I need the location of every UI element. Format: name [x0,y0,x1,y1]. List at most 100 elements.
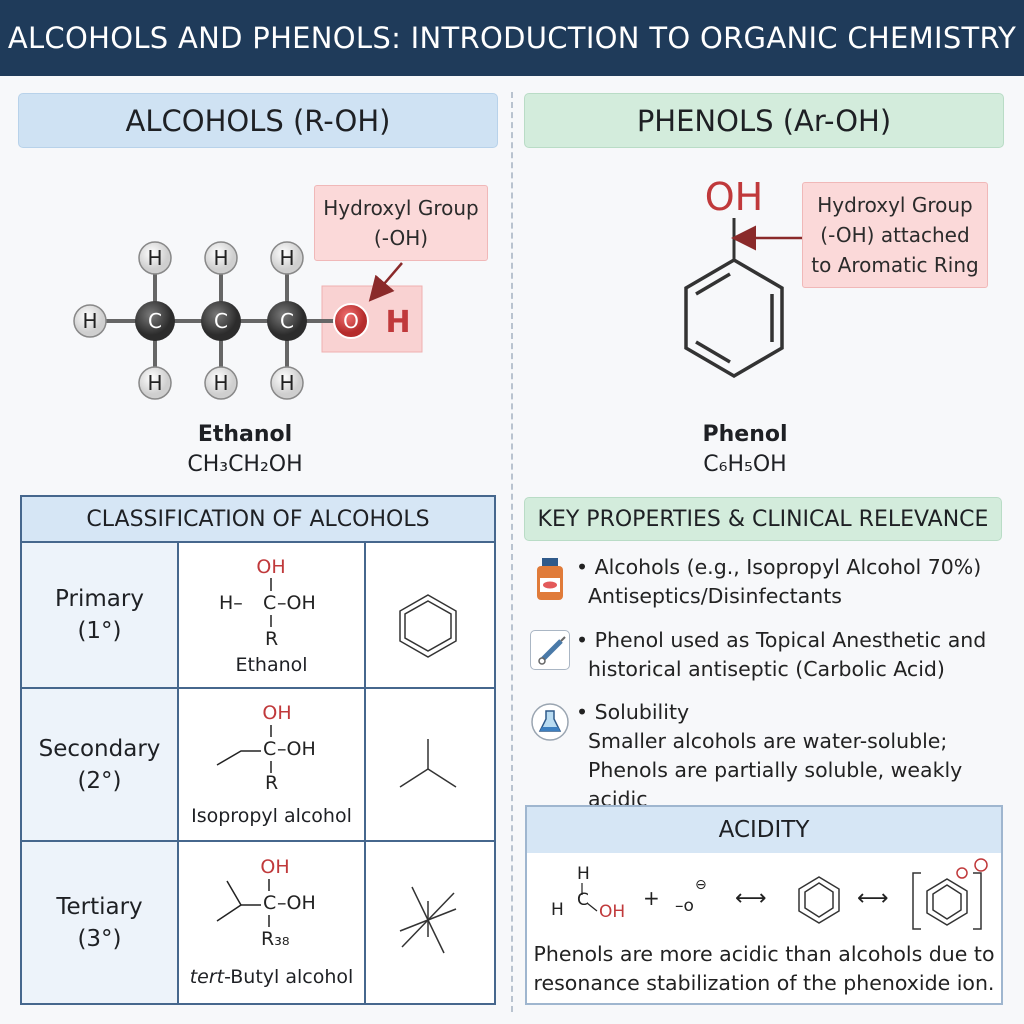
reaction-ion: –o [675,896,694,916]
row-label-text: Primary [55,586,144,612]
properties-title: KEY PROPERTIES & CLINICAL RELEVANCE [537,506,989,532]
struct-name: Ethanol [235,654,308,676]
reaction-h-top: H [577,864,590,884]
callout-line-3: to Aromatic Ring [811,253,979,277]
row-label-degree: (2°) [77,767,122,794]
classification-title: CLASSIFICATION OF ALCOHOLS [86,506,430,532]
atom-label-h: H [82,309,97,333]
phenols-heading: PHENOLS (Ar-OH) [524,93,1004,148]
phenols-title: PHENOLS (Ar-OH) [636,103,892,138]
struct-oh-right: –OH [277,738,316,760]
alcohols-title: ALCOHOLS (R-OH) [125,103,391,138]
struct-oh-top: OH [262,702,291,724]
callout-line-1: Hydroxyl Group [817,193,973,217]
page-header: ALCOHOLS AND PHENOLS: INTRODUCTION TO OR… [0,0,1024,76]
struct-name: Isopropyl alcohol [191,805,352,827]
resonance-arrow-1: ⟷ [735,886,767,911]
property-line: Smaller alcohols are water-soluble; [588,729,948,753]
struct-name-tertiary: tert-Butyl alcohol [179,966,364,988]
bracket-left [912,872,921,930]
properties-heading: KEY PROPERTIES & CLINICAL RELEVANCE [524,497,1002,541]
acidity-title: ACIDITY [718,817,810,843]
callout-line-2: (-OH) [373,226,429,250]
property-line: historical antiseptic (Carbolic Acid) [588,657,945,681]
callout-line-1: Hydroxyl Group [323,196,479,220]
row-label-secondary: Secondary (2°) [22,689,177,840]
acidity-line: resonance stabilization of the phenoxide… [533,971,995,995]
struct-carbon: C [263,738,276,760]
phenol-oh-label: OH [705,175,763,219]
row-label-degree: (1°) [77,618,122,644]
acidity-line: Phenols are more acidic than alcohols du… [533,942,995,966]
table-row-line [22,687,494,689]
atom-label-h: H [147,246,162,270]
property-item-1: • Alcohols (e.g., Isopropyl Alcohol 70%)… [576,553,1016,611]
row-label-text: Secondary [38,735,161,762]
struct-oh-right: –OH [277,592,316,614]
syringe-icon [530,630,570,670]
struct-r: R [265,772,278,794]
struct-r: R₃₈ [261,928,289,950]
medicine-bottle-icon [534,558,566,602]
struct-name-prefix: tert [189,966,225,988]
atom-label-o: O [343,309,359,333]
reaction-plus: + [643,886,660,910]
phenol-formula: C₆H₅OH [703,452,787,477]
phenoxide-icon [926,878,968,926]
atom-label-h: H [213,246,228,270]
oxygen-atom [333,303,369,339]
table-col-line [177,541,179,1003]
atom-label-c: C [148,309,162,333]
atom-label-h: H [279,371,294,395]
column-divider [511,92,513,1012]
atom-label-c: C [214,309,228,333]
reaction-h-left: H [551,900,564,920]
classification-structures: OH H– C –OH R OH C –OH R OH C –OH R₃₈ [216,556,316,950]
struct-carbon: C [263,892,276,914]
row-label-primary: Primary (1°) [22,543,177,687]
atom-label-h: H [213,371,228,395]
ethanol-formula: CH₃CH₂OH [187,452,303,477]
atom-label-h: H [147,371,162,395]
reaction-oh: OH [599,902,625,922]
resonance-arrow-2: ⟷ [857,886,889,911]
row-label-degree: (3°) [77,925,122,952]
tert-butyl-skeleton-icon [399,886,457,954]
struct-name-suffix: -Butyl alcohol [224,966,354,988]
callout-line-2: (-OH) attached [820,223,970,247]
carbon-atoms [135,301,307,341]
flask-icon [530,702,570,742]
benzene-icon [798,876,840,924]
aromatic-ring-icon [684,257,784,379]
acidity-reaction-diagram: H H C OH + –o ⊖ ⟷ ⟷ [551,858,988,930]
alcohols-heading: ALCOHOLS (R-OH) [18,93,498,148]
phenol-name: Phenol [702,422,788,447]
ethanol-name: Ethanol [197,422,293,447]
atom-label-h: H [279,246,294,270]
acidity-heading: ACIDITY [527,807,1001,853]
property-item-2: • Phenol used as Topical Anesthetic and … [576,626,1016,684]
struct-r: R [265,628,278,650]
isopropyl-skeleton-icon [399,739,457,788]
acidity-panel: ACIDITY [525,805,1003,1005]
struct-left: H– [219,592,243,614]
row-label-text: Tertiary [56,893,143,920]
property-line: • Phenol used as Topical Anesthetic and [576,628,987,652]
row-label-tertiary: Tertiary (3°) [22,842,177,1003]
phenol-molecule-diagram: OH [684,175,802,379]
property-line: • Solubility [576,700,690,724]
hydroxyl-h-label: H [385,305,410,340]
struct-oh-right: –OH [277,892,316,914]
benzene-ring-icon [399,594,457,658]
struct-carbon: C [263,592,276,614]
table-row-line [22,840,494,842]
atom-label-c: C [280,309,294,333]
reaction-minus: ⊖ [695,877,707,893]
hydrogen-atoms [73,241,304,400]
ethanol-molecule-diagram: H H H H H H H C C C O H [73,241,423,400]
property-line: • Alcohols (e.g., Isopropyl Alcohol 70%) [576,555,982,579]
phenol-hydroxyl-callout: Hydroxyl Group (-OH) attached to Aromati… [802,182,988,288]
struct-oh-top: OH [256,556,285,578]
skeletal-structures [399,594,457,954]
page-title: ALCOHOLS AND PHENOLS: INTRODUCTION TO OR… [7,21,1017,55]
